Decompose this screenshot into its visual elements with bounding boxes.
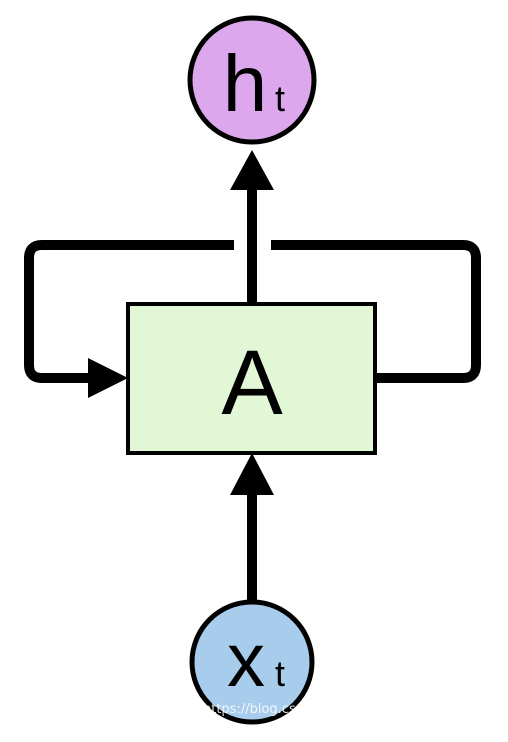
cell-label: A xyxy=(221,332,283,434)
recurrent-loop-path xyxy=(24,240,481,383)
input-node-circle xyxy=(189,599,315,725)
loop-arrowhead xyxy=(88,358,128,398)
watermark-text: https://blog.cs xyxy=(203,702,296,717)
output-node-subscript: t xyxy=(275,78,285,119)
output-arrowhead xyxy=(230,150,274,190)
input-arrowhead xyxy=(230,453,274,495)
output-node-label: h xyxy=(223,39,268,128)
cell-box xyxy=(126,302,377,455)
input-node-subscript: t xyxy=(275,653,285,694)
output-node-circle xyxy=(187,15,317,145)
input-node-label: x xyxy=(227,618,265,703)
